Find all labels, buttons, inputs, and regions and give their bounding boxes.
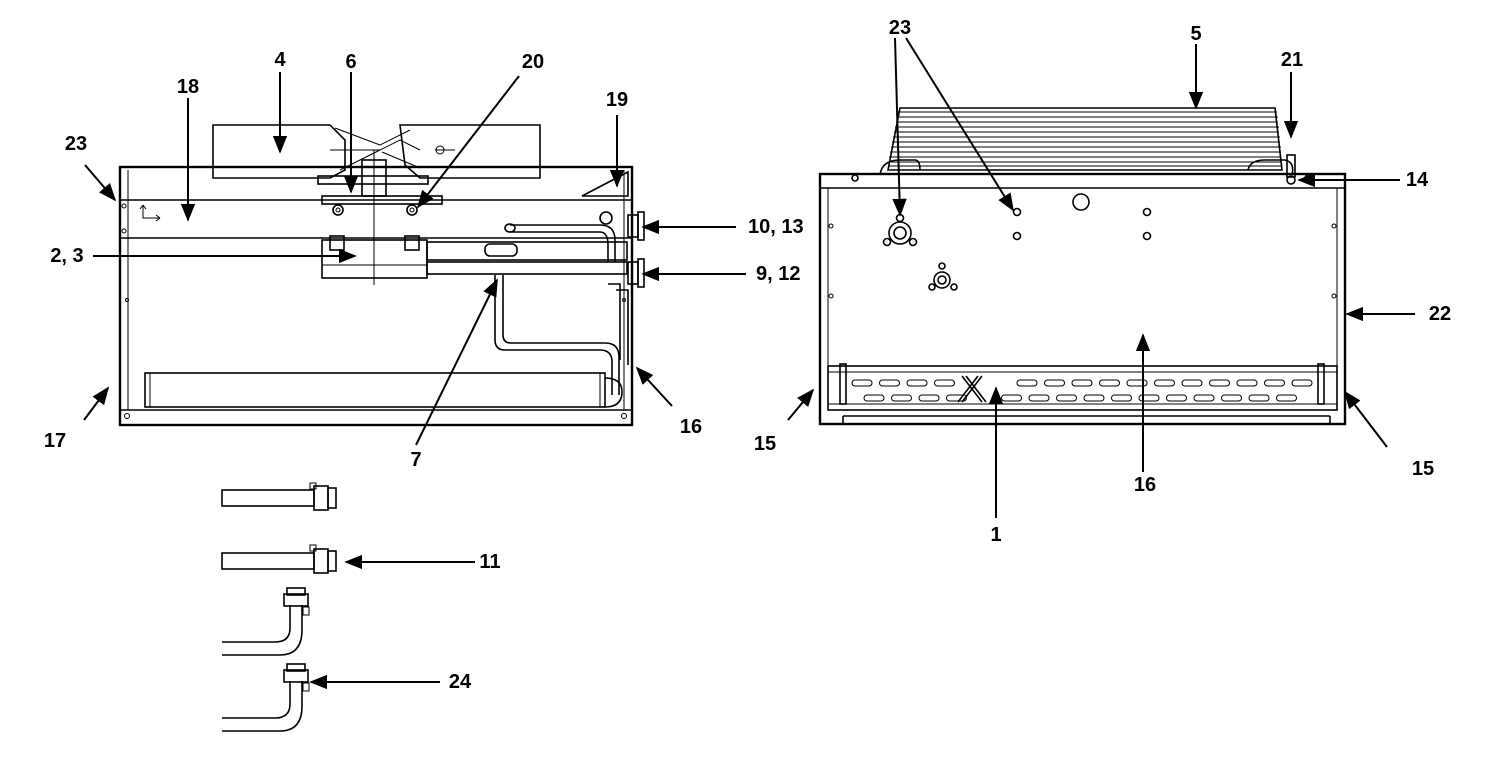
grille-slot [1166,394,1187,402]
callout-16-left: 16 [680,416,702,438]
grille-slot [1264,379,1285,387]
grille-slot [1193,394,1215,402]
grille-slot [1016,379,1038,387]
left-frame-outline [118,165,634,427]
grille-slot [1071,379,1093,387]
grille-slot [1111,394,1132,402]
grille-slot [879,379,900,387]
grille-slot [1083,394,1105,402]
callout-5: 5 [1190,23,1201,45]
grille-slot [1181,379,1203,387]
grille-slot [1138,394,1160,402]
grille-slot [906,379,928,387]
right-assembly [818,107,1347,426]
grille-slot [1028,394,1050,402]
callout-labels: 4 6 18 20 19 23 10, 13 2, 3 9, 12 17 16 … [44,17,1451,693]
callout-22: 22 [1429,303,1451,325]
right-cabinet-outline [818,172,1347,426]
part-11-fittings [221,482,337,574]
callout-11: 11 [479,551,500,573]
grille-slot [1154,379,1175,387]
callout-16-right: 16 [1134,474,1156,496]
callout-2-3: 2, 3 [50,245,83,267]
callout-6: 6 [345,51,356,73]
grille-slot [1236,379,1258,387]
callout-24: 24 [449,671,472,693]
callout-15-left: 15 [754,433,776,455]
callout-9-12: 9, 12 [756,263,800,285]
grille-slot [1291,379,1313,387]
grille-slot [863,394,885,402]
grille-slot [946,394,967,402]
left-assembly [118,124,645,427]
callout-23-left: 23 [65,133,87,155]
grille-slot [1126,379,1148,387]
callout-7: 7 [410,449,421,471]
grille-slot [934,379,955,387]
grille-slot [918,394,940,402]
callout-20: 20 [522,51,544,73]
grille-slot [851,379,873,387]
callout-19: 19 [606,89,628,111]
callout-1: 1 [990,524,1001,546]
callout-15-right: 15 [1412,458,1434,480]
fan-blade-drawing [212,124,541,185]
callout-21: 21 [1281,49,1303,71]
leader-lines [83,37,1415,690]
callout-17: 17 [44,430,66,452]
callout-23-right: 23 [889,17,911,39]
grille-slot [1056,394,1077,402]
grille-slot [1248,394,1270,402]
grille-slot [1044,379,1065,387]
grille-slot [891,394,912,402]
callout-4: 4 [274,49,286,71]
callout-14: 14 [1406,169,1429,191]
grille-slot [1001,394,1022,402]
louvered-grille-drawing [827,363,1338,411]
part-24-elbows [222,587,310,732]
grille-slot [1221,394,1242,402]
condenser-fins-drawing [879,107,1294,176]
grille-slot [1099,379,1120,387]
grille-slot [1209,379,1230,387]
callout-18: 18 [177,76,199,98]
grille-slot [1276,394,1297,402]
callout-10-13: 10, 13 [748,216,804,238]
